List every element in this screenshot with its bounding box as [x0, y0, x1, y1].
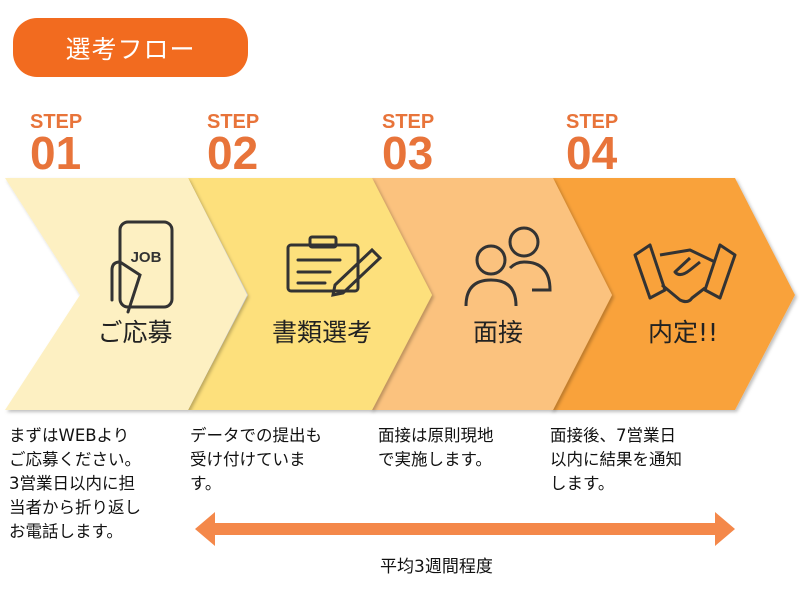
chevron-step-3: [370, 178, 612, 410]
step-description-4: 面接後、7営業日以内に結果を通知します。: [550, 426, 682, 493]
page-title: 選考フロー: [13, 18, 248, 77]
chevron-step-2: [188, 178, 432, 410]
people-icon: [464, 226, 552, 307]
step-label-2: 書類選考: [271, 318, 372, 347]
clipboard-pen-icon: [286, 235, 383, 297]
step-label-3: 面接: [472, 318, 523, 347]
duration-label: 平均3週間程度: [380, 557, 493, 577]
step-description-1: まずはWEBよりご応募ください。3営業日以内に担当者から折り返しお電話します。: [9, 426, 141, 541]
smartphone-job-icon: JOB: [110, 220, 174, 314]
step-description-2: データでの提出も受け付けています。: [190, 426, 322, 493]
step-label-4: 内定!!: [647, 318, 719, 347]
step-label-1: ご応募: [97, 318, 173, 347]
chevron-step-1: [5, 178, 247, 410]
handshake-icon: [633, 243, 737, 304]
duration-double-arrow: [195, 512, 735, 546]
step-description-3: 面接は原則現地で実施します。: [378, 426, 494, 469]
svg-text:JOB: JOB: [131, 249, 162, 266]
